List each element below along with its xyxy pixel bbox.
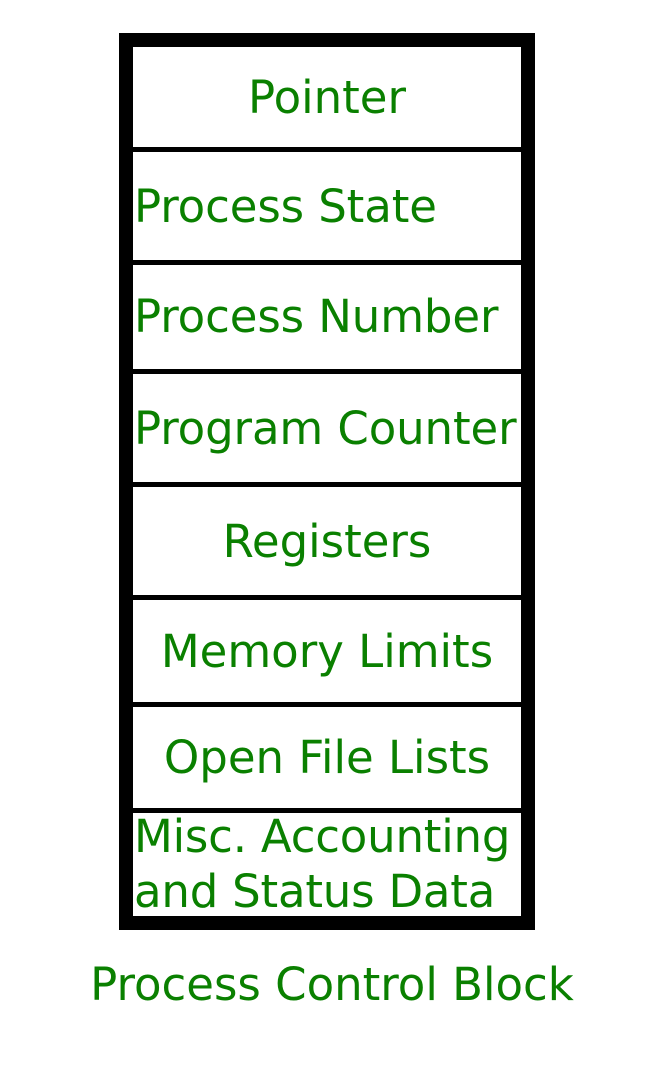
pcb-field-label: Open File Lists	[163, 730, 491, 784]
pcb-field-process-number: Process Number	[133, 264, 521, 370]
figure-caption: Process Control Block	[90, 958, 574, 1011]
pcb-field-label-line-1: Misc. Accounting	[134, 809, 511, 863]
pcb-field-label-line-2: and Status Data	[134, 864, 496, 918]
pcb-field-label: Memory Limits	[160, 624, 494, 678]
process-control-block-table: Pointer Process State Process Number Pro…	[119, 33, 535, 930]
pcb-field-label: Process Number	[134, 290, 499, 344]
pcb-field-registers: Registers	[133, 487, 521, 595]
pcb-field-pointer: Pointer	[133, 47, 521, 148]
pcb-field-process-state: Process State	[133, 152, 521, 260]
pcb-field-label: Pointer	[248, 70, 406, 124]
pcb-field-label: Process State	[134, 179, 437, 233]
pcb-field-open-file-lists: Open File Lists	[133, 707, 521, 808]
pcb-field-label: Registers	[222, 514, 432, 568]
pcb-field-program-counter: Program Counter	[133, 374, 521, 483]
pcb-field-label: Program Counter	[134, 401, 517, 455]
pcb-field-memory-limits: Memory Limits	[133, 599, 521, 703]
